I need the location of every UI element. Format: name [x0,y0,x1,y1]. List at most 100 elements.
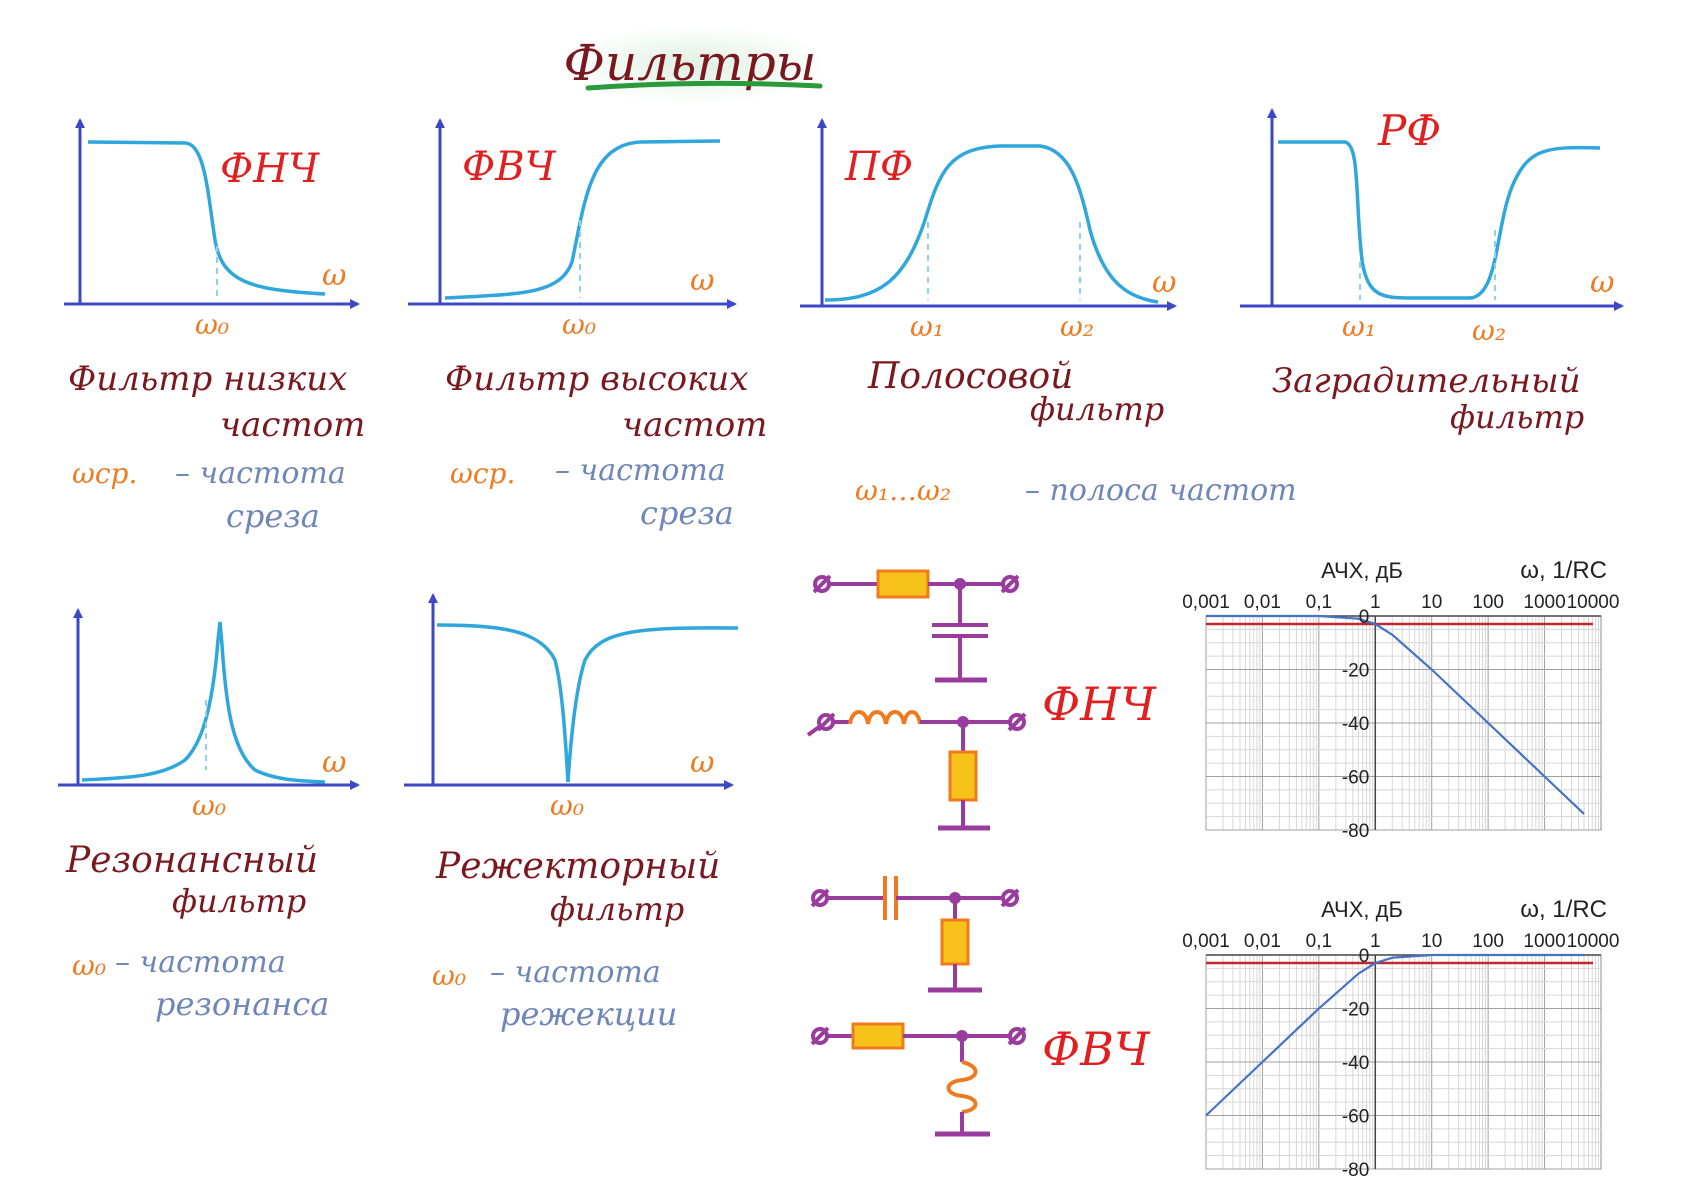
resistor [948,750,978,802]
y-tick-label: -40 [1342,714,1369,735]
terminal-slash [810,1026,830,1046]
x-tick-label: 10000 [1567,592,1620,613]
response-curve [81,621,326,784]
series-line [1206,614,1585,815]
y-tick-label: 0 [1359,607,1370,628]
note-omega: ω₀ [72,949,106,982]
caption-line-1: Резонансный [65,840,318,881]
output-terminal [1001,889,1019,907]
y-tick-label: -80 [1342,821,1369,842]
circuit-rl-highpass [810,1022,1027,1137]
output-terminal [1001,575,1019,593]
caption-line-2: фильтр [1450,398,1584,436]
note-line-2: резонанса [155,985,329,1023]
marker-omega-1: ω₁ [1342,310,1376,343]
x-tick-label: 0,001 [1182,931,1230,952]
filter-label: ФНЧ [220,146,320,192]
title-group: Фильтры [560,25,830,105]
terminal-slash [1007,712,1027,732]
sketch-resonance: ω ω₀ Резонансный фильтр ω₀ – частота рез… [58,608,360,1023]
x-tick-label: 100 [1472,592,1504,613]
resistor [851,1022,905,1050]
x-tick-label: 1000 [1523,592,1565,613]
caption-line-1: Режекторный [435,846,720,887]
x-tick-label: 0,001 [1182,592,1230,613]
caption-line-2: фильтр [550,890,684,928]
response-curve [1278,140,1601,300]
y-tick-label: -20 [1342,1000,1369,1021]
omega-axis-label: ω [1590,265,1614,300]
note-line-1: – частота [175,456,346,491]
inductor [946,1060,978,1114]
circuit-rc-lowpass [812,569,1020,683]
sketch-bandpass: ПФ ω ω₁ ω₂ Полосовой фильтр ω₁…ω₂ – поло… [800,118,1297,508]
omega-axis-label: ω [322,258,346,293]
caption-line-1: Фильтр низких [68,359,347,399]
marker-omega-2: ω₂ [1472,314,1506,347]
note-omega: ω₁…ω₂ [855,474,951,507]
y-tick-label: -40 [1342,1053,1369,1074]
note-line-2: режекции [500,995,677,1033]
series-line [1205,953,1585,1117]
resistor [876,569,930,599]
response-curve [824,144,1159,304]
x-tick-label: 1 [1370,592,1381,613]
caption-line-1: Фильтр высоких [445,359,748,399]
omega-axis-label: ω [690,745,714,780]
y-tick-label: -20 [1342,661,1369,682]
y-tick-label: -60 [1342,1107,1369,1128]
filter-label: РФ [1377,106,1441,155]
circuit-cr-highpass [810,876,1020,993]
note-line-1: – частота [490,955,661,990]
caption-line-2: частот [622,405,767,445]
x-tick-label: 10000 [1567,931,1620,952]
x-tick-label: 0,1 [1306,931,1332,952]
wire [806,725,821,737]
x-tick-label: 1000 [1523,931,1565,952]
caption-line-2: фильтр [172,882,306,920]
cutoff-marker: ω₀ [562,308,596,341]
x-axis-label: ω, 1/RC [1520,896,1607,923]
sketch-lowpass: ФНЧ ω ω₀ Фильтр низких частот ωср. – час… [64,118,365,535]
note-line-1: – частота [555,453,726,488]
output-terminal [1008,1027,1026,1045]
terminal-slash [810,888,830,908]
terminal-slash [812,574,832,594]
terminal-slash [1000,574,1020,594]
note-omega: ωср. [72,457,137,490]
output-terminal [1008,713,1026,731]
caption-line-1: Полосовой [867,356,1073,397]
response-curve [436,623,739,783]
filter-label: ФВЧ [462,144,557,190]
x-tick-label: 0,01 [1244,592,1281,613]
note-line-1: – полоса частот [1025,473,1297,508]
note-line-2: среза [640,494,734,532]
marker-omega-2: ω₂ [1060,310,1094,343]
caption-line-2: фильтр [1030,390,1164,428]
terminal-slash [1007,1026,1027,1046]
y-tick-label: -60 [1342,768,1369,789]
circuit-lr-lowpass [806,710,1027,831]
note-omega: ωср. [450,457,515,490]
x-tick-label: 0,1 [1306,592,1332,613]
sketch-bandstop: РФ ω ω₁ ω₂ Заградительный фильтр [1240,106,1624,436]
omega-axis-label: ω [690,263,714,298]
x-tick-label: 1 [1370,931,1381,952]
chart-title: АЧХ, дБ [1321,897,1403,922]
x-tick-label: 10 [1421,592,1442,613]
response-curve [444,139,721,300]
y-tick-label: 0 [1359,946,1370,967]
caption-line-1: Заградительный [1272,361,1581,401]
chart-title: АЧХ, дБ [1321,558,1403,583]
x-tick-label: 0,01 [1244,931,1281,952]
omega-axis-label: ω [1152,265,1176,300]
circuit-label-highpass: ФВЧ [1042,1022,1151,1076]
cutoff-marker: ω₀ [195,308,229,341]
omega-axis-label: ω [322,745,346,780]
rejection-marker: ω₀ [550,789,584,822]
x-tick-label: 100 [1472,931,1504,952]
caption-line-2: частот [220,405,365,445]
title-underline [585,80,823,91]
